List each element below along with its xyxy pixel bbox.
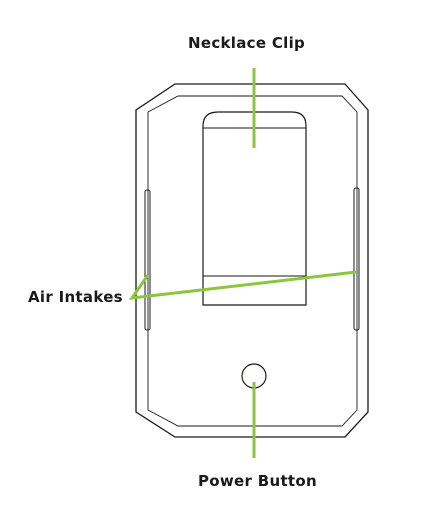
device-body-inner — [147, 95, 358, 427]
power-button-label: Power Button — [198, 472, 317, 490]
air-intake-right — [353, 187, 360, 331]
air-intake-left — [144, 189, 151, 331]
air-intakes-label: Air Intakes — [28, 288, 123, 306]
air-intakes-leader — [128, 270, 357, 300]
necklace-clip-label: Necklace Clip — [188, 34, 306, 52]
device-body-outline — [135, 83, 369, 438]
necklace-clip-shape — [202, 111, 307, 306]
